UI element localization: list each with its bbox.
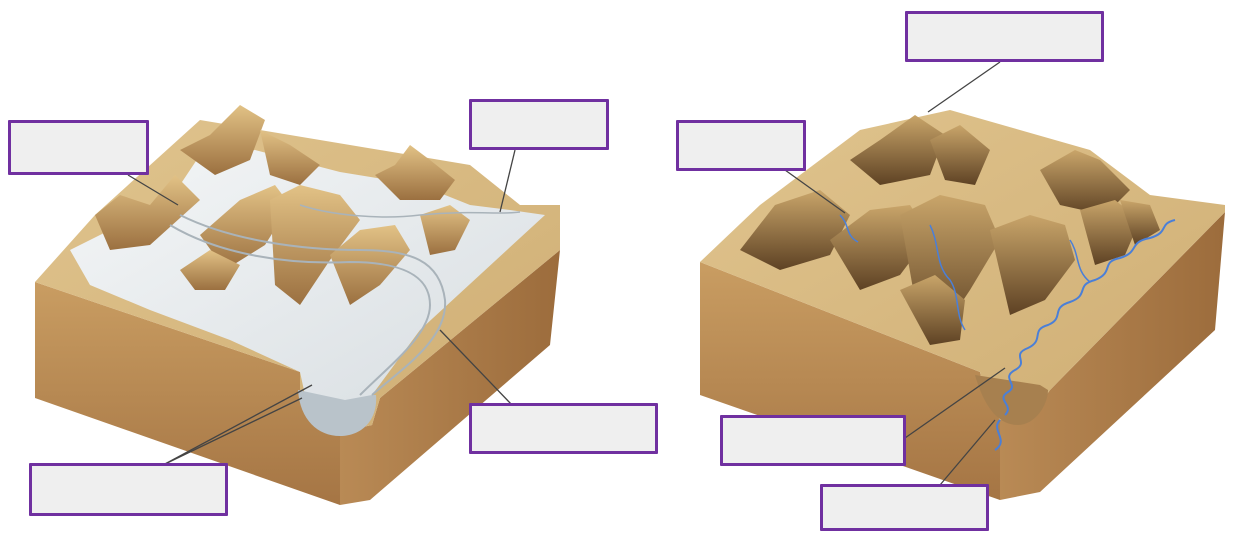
- label-box-lower-left[interactable]: [29, 463, 228, 516]
- label-box-lower-right[interactable]: [469, 403, 658, 454]
- label-box-lower-middle[interactable]: [720, 415, 906, 466]
- label-box-top[interactable]: [905, 11, 1104, 62]
- label-box-upper-right[interactable]: [469, 99, 609, 150]
- label-box-bottom[interactable]: [820, 484, 989, 531]
- label-box-upper-left[interactable]: [8, 120, 149, 175]
- label-box-left[interactable]: [676, 120, 806, 171]
